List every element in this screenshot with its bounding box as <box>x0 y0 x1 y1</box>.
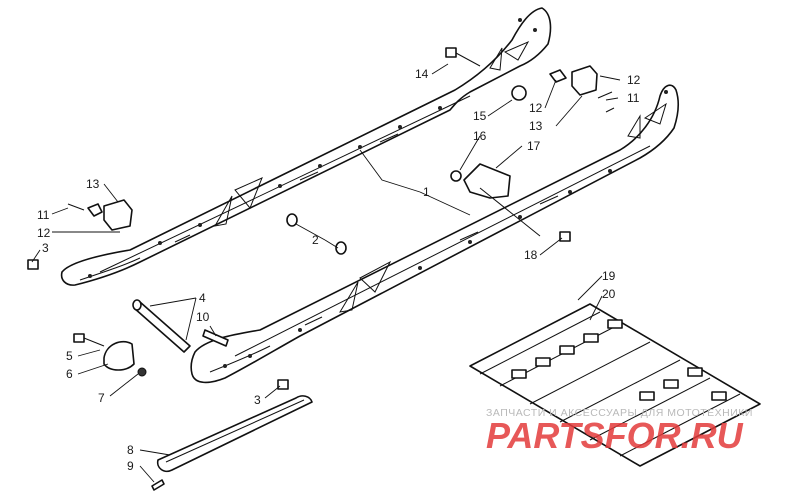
spacer-2 <box>286 213 347 255</box>
callout-8: 8 <box>127 443 134 457</box>
callout-7: 7 <box>98 391 105 405</box>
cross-shaft-10 <box>202 329 229 347</box>
bushing-15 <box>511 85 527 101</box>
track-clips-20 <box>511 319 727 401</box>
callout-9: 9 <box>127 459 134 473</box>
bolt-3-left <box>27 259 39 270</box>
bracket-13-left <box>67 199 133 231</box>
callout-13-right: 13 <box>529 119 543 133</box>
bolt-18 <box>559 231 571 242</box>
callout-12-middle: 12 <box>529 101 543 115</box>
front-slide-rail <box>190 84 679 384</box>
callout-5: 5 <box>66 349 73 363</box>
screw-9 <box>151 479 165 491</box>
callout-19: 19 <box>602 269 616 283</box>
callout-11-right: 11 <box>627 91 640 105</box>
callout-13-left: 13 <box>86 177 100 191</box>
callout-12-right: 12 <box>627 73 641 87</box>
bolt-3-lower <box>277 379 289 390</box>
callout-4: 4 <box>199 291 206 305</box>
wear-bar-8 <box>156 395 313 473</box>
track-19 <box>469 303 761 467</box>
bolt-5 <box>73 333 105 347</box>
leader-lines <box>31 63 621 483</box>
callout-3-left: 3 <box>42 241 49 255</box>
callout-10: 10 <box>196 310 210 324</box>
rear-slide-rail <box>60 7 552 286</box>
callout-16: 16 <box>473 129 487 143</box>
mount-17 <box>450 163 541 237</box>
callout-2: 2 <box>312 233 319 247</box>
callout-14: 14 <box>415 67 429 81</box>
cross-shaft-4 <box>132 299 191 353</box>
callout-1: 1 <box>423 185 430 199</box>
nut-7 <box>137 367 147 377</box>
callout-15: 15 <box>473 109 487 123</box>
callout-3-lower: 3 <box>254 393 261 407</box>
bumper-6 <box>103 340 135 371</box>
callout-labels: 1 2 3 3 4 5 6 7 8 9 10 11 11 12 12 12 13… <box>37 67 641 473</box>
callout-12-left: 12 <box>37 226 51 240</box>
bolt-14 <box>445 47 481 67</box>
callout-6: 6 <box>66 367 73 381</box>
watermark-brand: PARTSFOR.RU <box>486 415 744 456</box>
watermark-tagline: ЗАПЧАСТИ И АКСЕССУАРЫ ДЛЯ МОТОТЕХНИКИ <box>486 407 753 419</box>
callout-11-left: 11 <box>37 208 50 222</box>
watermark: ЗАПЧАСТИ И АКСЕССУАРЫ ДЛЯ МОТОТЕХНИКИ PA… <box>486 407 753 456</box>
bracket-13-upper <box>549 65 615 113</box>
callout-17: 17 <box>527 139 541 153</box>
callout-18: 18 <box>524 248 538 262</box>
callout-20: 20 <box>602 287 616 301</box>
